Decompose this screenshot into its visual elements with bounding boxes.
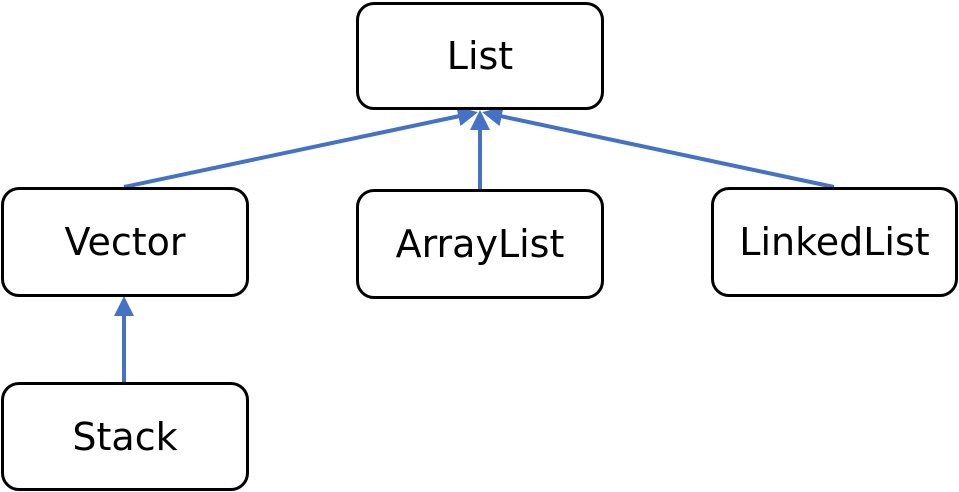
arrow-linkedlist-to-list [482,106,835,189]
node-list-label: List [446,34,514,78]
node-list: List [356,2,604,110]
node-stack: Stack [1,382,249,491]
node-linkedlist: LinkedList [711,187,958,297]
arrow-vector-to-list [123,106,478,189]
node-arraylist-label: ArrayList [395,222,565,266]
node-stack-label: Stack [72,414,178,459]
node-vector-label: Vector [64,220,186,264]
node-arraylist: ArrayList [356,189,604,299]
node-linkedlist-label: LinkedList [739,220,930,264]
node-vector: Vector [1,187,249,297]
